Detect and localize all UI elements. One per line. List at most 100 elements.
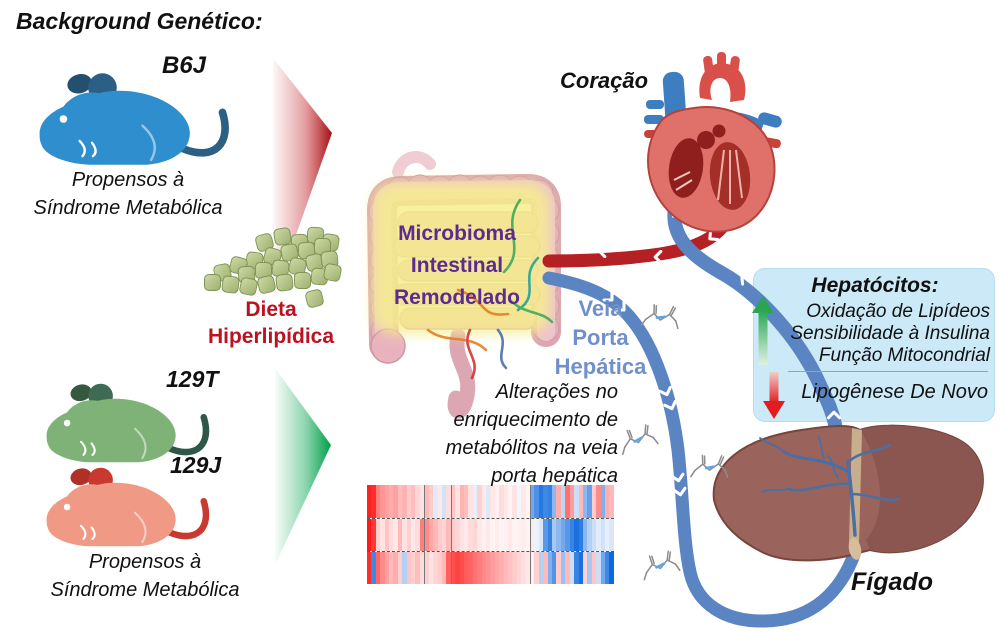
heatmap-row (367, 518, 614, 551)
green-gradient-arrow-icon (275, 368, 331, 565)
diet-label: Dieta Hiperlipídica (207, 298, 335, 348)
heatmap-row (367, 551, 614, 584)
heatmap-cell (402, 485, 407, 518)
heatmap-cell (481, 485, 486, 518)
heatmap-cell (530, 552, 535, 584)
heatmap-cell (499, 552, 504, 584)
heatmap-cell (411, 485, 416, 518)
heatmap-cell (463, 519, 469, 551)
mouse-icon-129t (46, 383, 210, 463)
diet-pellet (293, 271, 312, 290)
increase-arrow-icon (752, 296, 774, 365)
heatmap-cell (459, 485, 464, 518)
heatmap-cell (424, 552, 429, 584)
heatmap-cell (437, 519, 442, 551)
heatmap-cell (433, 485, 438, 518)
heatmap-cell (508, 552, 513, 584)
heatmap-cell (441, 519, 447, 551)
heatmap-cell (512, 552, 517, 584)
heatmap-cell (477, 485, 482, 518)
heatmap-cell (499, 485, 504, 518)
heatmap-cell (441, 552, 447, 584)
heatmap-cell (485, 552, 491, 584)
heatmap-cell (450, 485, 456, 518)
heatmap-cell (371, 552, 376, 584)
heatmap-cell (525, 519, 531, 551)
heatmap-divider (450, 485, 452, 584)
heatmap-cell (424, 519, 429, 551)
heatmap-cell (375, 485, 381, 518)
diet-pellet (238, 276, 259, 297)
heatmap-cell (384, 552, 390, 584)
heatmap-cell (367, 519, 372, 551)
heatmap-cell (437, 485, 442, 518)
heatmap-cell (468, 552, 473, 584)
heatmap-cell (397, 552, 403, 584)
heatmap-cell (521, 485, 526, 518)
heatmap-cell (503, 485, 508, 518)
heatmap-cell (380, 552, 385, 584)
heatmap-cell (428, 519, 434, 551)
hepatocytes-divider (788, 371, 988, 372)
heatmap-cell (402, 519, 407, 551)
heatmap-cell (389, 552, 394, 584)
label-b6j: B6J (162, 52, 207, 79)
heart-label: Coração (560, 68, 649, 93)
liver-label: Fígado (851, 568, 933, 596)
heatmap-cell (402, 552, 407, 584)
heatmap-cell (512, 519, 517, 551)
heatmap-cell (494, 519, 500, 551)
heatmap-cell (463, 485, 469, 518)
diet-pellet (275, 273, 294, 292)
heatmap-cell (433, 552, 438, 584)
heatmap-cell (419, 552, 425, 584)
heatmap-cell (538, 552, 544, 584)
decrease-arrow-icon (763, 372, 785, 419)
heatmap-cell (508, 485, 513, 518)
heatmap-cell (525, 485, 531, 518)
heatmap-cell (538, 485, 544, 518)
heatmap-cell (459, 552, 464, 584)
heatmap-cell (472, 552, 478, 584)
heatmap-cell (450, 519, 456, 551)
heatmap-cell (389, 519, 394, 551)
heatmap-cell (609, 519, 614, 551)
heatmap-cell (419, 519, 425, 551)
heatmap-cell (455, 519, 460, 551)
heatmap-cell (397, 485, 403, 518)
heatmap-cell (437, 552, 442, 584)
heart-icon (644, 52, 782, 233)
heatmap-divider (530, 485, 532, 584)
heatmap-cell (371, 519, 376, 551)
mouse-icon-b6j (39, 73, 229, 165)
heatmap-cell (490, 519, 495, 551)
heatmap-cell (503, 552, 508, 584)
heatmap-cell (428, 485, 434, 518)
heatmap-cell (433, 519, 438, 551)
heatmap-cell (446, 519, 451, 551)
heatmap-cell (516, 519, 522, 551)
heatmap-cell (446, 485, 451, 518)
heatmap-cell (441, 485, 447, 518)
diet-pellet (322, 262, 343, 283)
diet-pellet (221, 275, 240, 294)
heatmap-cell (521, 552, 526, 584)
heatmap-cell (477, 519, 482, 551)
heatmap-cell (389, 485, 394, 518)
liver-icon (712, 424, 984, 562)
page-title: Background Genético: (16, 8, 263, 34)
heatmap-cell (534, 519, 539, 551)
diet-pellet (204, 274, 221, 291)
metabolite-heatmap (367, 485, 614, 584)
heatmap-cell (530, 519, 535, 551)
heatmap-cell (406, 519, 412, 551)
diet-pellet (256, 274, 277, 295)
heatmap-cell (503, 519, 508, 551)
heatmap-cell (521, 519, 526, 551)
heatmap-cell (371, 485, 376, 518)
heatmap-cell (375, 519, 381, 551)
heatmap-cell (494, 552, 500, 584)
heatmap-cell (411, 519, 416, 551)
heatmap-cell (393, 485, 398, 518)
